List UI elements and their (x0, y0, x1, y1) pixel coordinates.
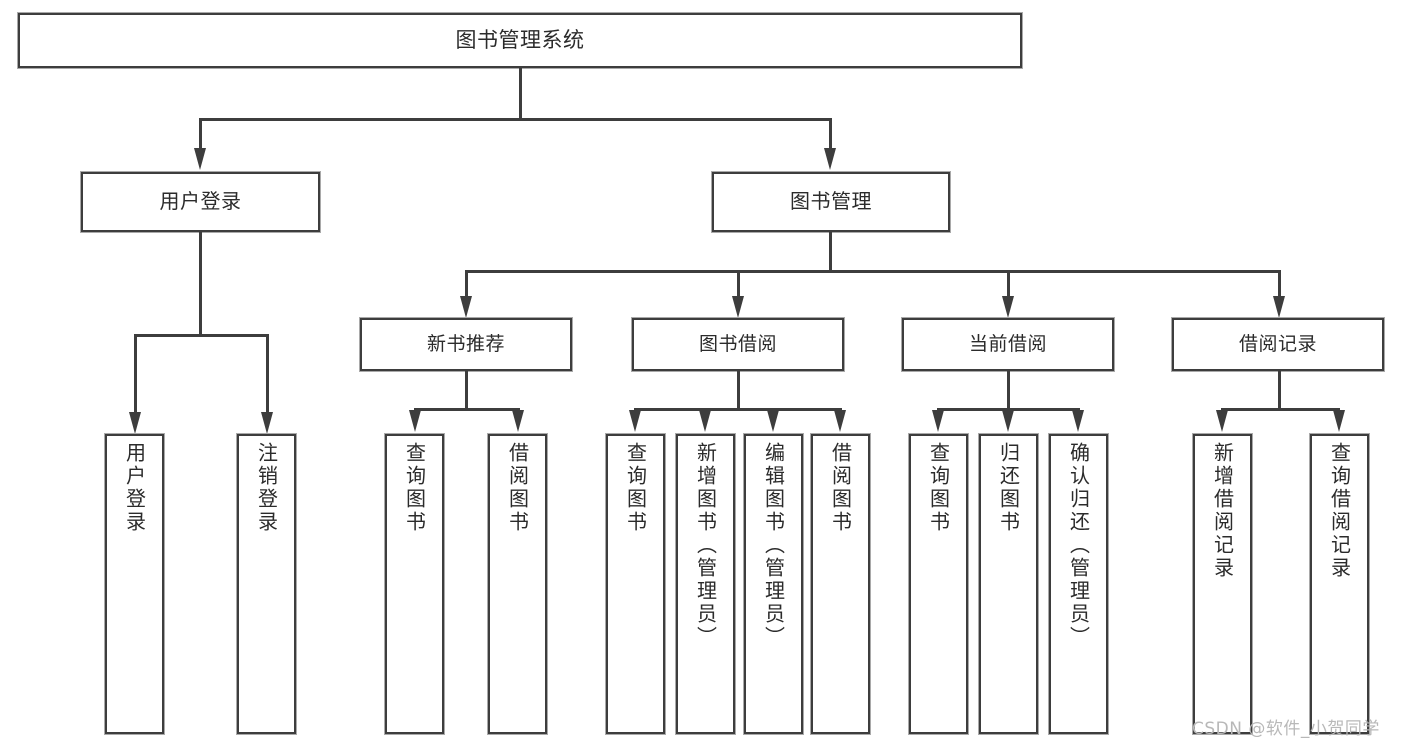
connector-user-login-stem (199, 232, 202, 336)
node-label: 用户登录 (159, 189, 242, 214)
connector-new-book-recommend-stem (465, 371, 468, 411)
arrowhead-leaf-add-borrow-record (1216, 410, 1228, 432)
arrowhead-leaf-query-book-3 (932, 410, 944, 432)
connector-current-borrow-bus (937, 408, 1080, 411)
connector-drop-book-manage (829, 118, 832, 150)
arrowhead-leaf-user-login (129, 412, 141, 434)
node-user-login[interactable]: 用户登录 (81, 172, 320, 232)
node-label: 新书推荐 (426, 333, 505, 356)
arrowhead-leaf-return-book (1002, 410, 1014, 432)
node-label: 新增借阅记录 (1210, 442, 1235, 580)
node-label: 查询图书 (623, 442, 648, 534)
node-label: 用户登录 (122, 442, 147, 534)
arrowhead-book-manage (824, 148, 836, 170)
node-label: 图书借阅 (698, 333, 777, 356)
connector-new-book-recommend-bus (414, 408, 520, 411)
arrowhead-leaf-query-book-1 (409, 410, 421, 432)
connector-drop-borrow-record (1278, 270, 1281, 298)
node-label: 查询图书 (402, 442, 427, 534)
node-label: 借阅记录 (1238, 333, 1317, 356)
connector-level1-bus (199, 118, 832, 121)
arrowhead-borrow-record (1273, 296, 1285, 318)
node-current-borrow[interactable]: 当前借阅 (902, 318, 1114, 371)
node-new-book-recommend[interactable]: 新书推荐 (360, 318, 572, 371)
node-label: 当前借阅 (968, 333, 1047, 356)
node-book-management[interactable]: 图书管理 (712, 172, 950, 232)
leaf-edit-book-admin[interactable]: 编辑图书（管理员） (744, 434, 803, 734)
leaf-add-borrow-record[interactable]: 新增借阅记录 (1193, 434, 1252, 734)
arrowhead-leaf-query-book-2 (629, 410, 641, 432)
arrowhead-leaf-logout-login (261, 412, 273, 434)
node-label: 归还图书 (996, 442, 1021, 534)
node-label: 注销登录 (254, 442, 279, 534)
arrowhead-leaf-borrow-book-2 (834, 410, 846, 432)
leaf-borrow-book-recommend[interactable]: 借阅图书 (488, 434, 547, 734)
arrowhead-book-borrow (732, 296, 744, 318)
arrowhead-leaf-add-book-admin (699, 410, 711, 432)
node-label: 确认归还（管理员） (1066, 442, 1091, 649)
node-root-book-management-system[interactable]: 图书管理系统 (18, 13, 1022, 68)
arrowhead-leaf-confirm-return-admin (1072, 410, 1084, 432)
connector-book-borrow-stem (737, 371, 740, 411)
leaf-query-book-current[interactable]: 查询图书 (909, 434, 968, 734)
connector-drop-current-borrow (1007, 270, 1010, 298)
arrowhead-leaf-borrow-book-1 (512, 410, 524, 432)
node-label: 查询图书 (926, 442, 951, 534)
leaf-logout-login[interactable]: 注销登录 (237, 434, 296, 734)
arrowhead-leaf-query-borrow-record (1333, 410, 1345, 432)
arrowhead-current-borrow (1002, 296, 1014, 318)
node-label: 借阅图书 (505, 442, 530, 534)
arrowhead-user-login (194, 148, 206, 170)
connector-drop-leaf-logout-login (266, 334, 269, 414)
csdn-watermark: CSDN @软件_小贺同学 (1192, 719, 1380, 739)
leaf-query-borrow-record[interactable]: 查询借阅记录 (1310, 434, 1369, 734)
leaf-query-book-borrow[interactable]: 查询图书 (606, 434, 665, 734)
connector-borrow-record-bus (1221, 408, 1340, 411)
arrowhead-new-book-recommend (460, 296, 472, 318)
node-label: 借阅图书 (828, 442, 853, 534)
node-label: 图书管理 (790, 189, 872, 214)
connector-drop-book-borrow (737, 270, 740, 298)
connector-drop-new-book-recommend (465, 270, 468, 298)
leaf-add-book-admin[interactable]: 新增图书（管理员） (676, 434, 735, 734)
node-label: 新增图书（管理员） (693, 442, 718, 649)
leaf-confirm-return-admin[interactable]: 确认归还（管理员） (1049, 434, 1108, 734)
node-label: 图书管理系统 (455, 28, 585, 53)
leaf-return-book[interactable]: 归还图书 (979, 434, 1038, 734)
connector-drop-leaf-user-login (134, 334, 137, 414)
connector-book-manage-stem (829, 232, 832, 272)
node-label: 查询借阅记录 (1327, 442, 1352, 580)
leaf-user-login[interactable]: 用户登录 (105, 434, 164, 734)
connector-borrow-record-stem (1278, 371, 1281, 411)
connector-user-login-bus (134, 334, 269, 337)
node-borrow-record[interactable]: 借阅记录 (1172, 318, 1384, 371)
connector-level2-bus (465, 270, 1281, 273)
connector-book-borrow-bus (634, 408, 842, 411)
leaf-borrow-book-borrow[interactable]: 借阅图书 (811, 434, 870, 734)
connector-drop-user-login (199, 118, 202, 150)
connector-root-stem (519, 68, 522, 120)
connector-current-borrow-stem (1007, 371, 1010, 411)
node-label: 编辑图书（管理员） (761, 442, 786, 649)
node-book-borrow[interactable]: 图书借阅 (632, 318, 844, 371)
arrowhead-leaf-edit-book-admin (767, 410, 779, 432)
leaf-query-book-recommend[interactable]: 查询图书 (385, 434, 444, 734)
